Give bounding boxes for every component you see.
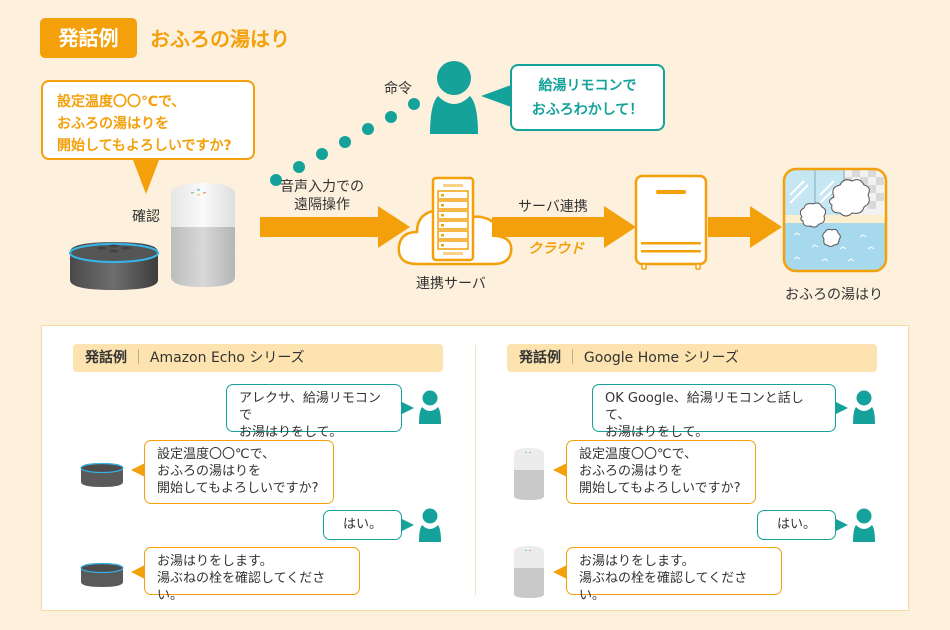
server-link-label: サーバ連携 xyxy=(518,199,588,215)
google-device-reply-1: 設定温度〇〇℃で、 おふろの湯はりを 開始してもよろしいですか? xyxy=(566,440,756,504)
header-device-name: Google Home シリーズ xyxy=(583,350,739,366)
bubble-tail xyxy=(553,463,567,477)
amazon-user-utterance-2: はい。 xyxy=(323,510,402,540)
bubble-tail xyxy=(402,402,414,414)
bubble-tail xyxy=(402,519,414,531)
heater-arrow-shaft xyxy=(708,217,752,237)
header-device-name: Amazon Echo シリーズ xyxy=(149,350,305,366)
signal-dot xyxy=(408,98,420,110)
google-section-header: 発話例 ｜ Google Home シリーズ xyxy=(507,344,877,372)
amazon-device-reply-2: お湯はりをします。 湯ぶねの栓を確認してください。 xyxy=(144,547,360,603)
google-user-utterance-1: OK Google、給湯リモコンと話して、 お湯はりをして。 xyxy=(592,384,836,440)
user-speech-bubble: 給湯リモコンで おふろわかして！ xyxy=(510,64,665,131)
user-person-icon xyxy=(418,508,442,542)
amazon-user-utterance-1: アレクサ、給湯リモコンで お湯はりをして。 xyxy=(226,384,402,440)
google-home-icon xyxy=(167,181,239,291)
user-person-icon xyxy=(418,390,442,424)
bubble-tail xyxy=(836,402,848,414)
amazon-device-reply-1: 設定温度〇〇℃で、 おふろの湯はりを 開始してもよろしいですか? xyxy=(144,440,334,504)
voice-arrow-shaft xyxy=(260,217,380,237)
echo-dot-small-icon xyxy=(80,460,124,488)
command-label: 命令 xyxy=(384,81,412,97)
signal-dot xyxy=(293,161,305,173)
bath-fill-label: おふろの湯はり xyxy=(785,287,883,303)
page-title: おふろの湯はり xyxy=(150,27,290,51)
section-divider xyxy=(475,345,476,595)
user-person-icon xyxy=(852,390,876,424)
voice-input-label: 音声入力での 遠隔操作 xyxy=(280,179,364,213)
header-prefix: 発話例 xyxy=(519,350,561,366)
bubble-tail xyxy=(836,519,848,531)
server-link-arrow-head xyxy=(604,206,636,248)
signal-dot xyxy=(270,174,282,186)
bubble-tail xyxy=(553,565,567,579)
server-link-arrow-shaft xyxy=(492,217,606,237)
echo-dot-icon xyxy=(68,236,160,292)
cloud-label: クラウド xyxy=(528,241,584,257)
user-person-icon xyxy=(428,60,480,134)
bubble-tail xyxy=(131,565,145,579)
signal-dot xyxy=(385,111,397,123)
header-separator: ｜ xyxy=(131,350,146,366)
water-heater-icon xyxy=(634,174,708,272)
bubble-tail xyxy=(131,463,145,477)
signal-dot xyxy=(316,148,328,160)
amazon-section-header: 発話例 ｜ Amazon Echo シリーズ xyxy=(73,344,443,372)
echo-dot-small-icon xyxy=(80,560,124,588)
signal-dot xyxy=(362,123,374,135)
bath-icon xyxy=(782,167,888,273)
signal-dot xyxy=(339,136,351,148)
server-label: 連携サーバ xyxy=(416,276,486,292)
heater-arrow-head xyxy=(750,206,782,248)
header-separator: ｜ xyxy=(565,350,580,366)
example-badge: 発話例 xyxy=(40,18,137,58)
google-home-small-icon xyxy=(512,446,546,502)
header-prefix: 発話例 xyxy=(85,350,127,366)
google-device-reply-2: お湯はりをします。 湯ぶねの栓を確認してください。 xyxy=(566,547,782,603)
confirm-bubble-tail xyxy=(133,160,159,194)
cloud-server-icon xyxy=(395,176,515,272)
confirm-label: 確認 xyxy=(132,209,160,225)
user-bubble-tail xyxy=(481,85,511,107)
google-user-utterance-2: はい。 xyxy=(757,510,836,540)
user-person-icon xyxy=(852,508,876,542)
confirm-speech-bubble: 設定温度〇〇℃で、 おふろの湯はりを 開始してもよろしいですか? xyxy=(41,80,255,160)
google-home-small-icon xyxy=(512,544,546,600)
